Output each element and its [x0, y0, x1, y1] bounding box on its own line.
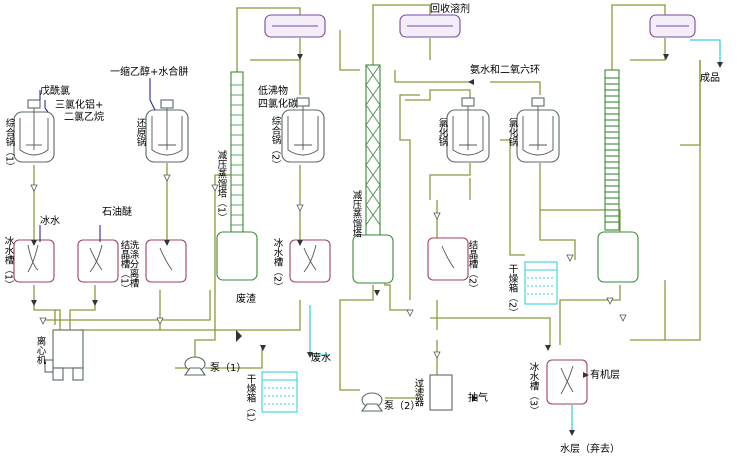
- dry-box-2: [524, 261, 558, 305]
- dry-box-1: [261, 371, 298, 413]
- wash-separator: [145, 239, 187, 283]
- label-organic-layer: 有机层: [590, 368, 620, 381]
- vacuum-column-1: [216, 71, 258, 281]
- reactor-1: [13, 90, 55, 163]
- centrifuge: [44, 329, 84, 381]
- reactor-2: [281, 97, 325, 163]
- condenser-2: [399, 14, 461, 38]
- label-alcl3-line2: 二氯乙烷: [64, 110, 104, 123]
- label-ccl4: 四氯化碳: [258, 97, 298, 110]
- ice-tank-3: [546, 359, 588, 405]
- ice-tank-2: [289, 239, 331, 283]
- crystal-tank-1: [77, 225, 119, 283]
- pump-2: [360, 392, 384, 412]
- vacuum-column-3: [597, 69, 639, 283]
- label-benzoyl-chloride: 戊酰氯: [40, 84, 70, 97]
- label-product: 成品: [700, 72, 720, 84]
- label-filter: 过滤器: [413, 377, 425, 406]
- label-ice-water: 冰水: [40, 214, 60, 227]
- label-reflux-feed: 一缩乙醇+水合肼: [110, 65, 188, 78]
- label-vac-column-2: 减压蒸馏塔: [351, 189, 363, 238]
- chlorination-pot-1: [446, 97, 490, 163]
- pump-1: [183, 356, 207, 376]
- label-water-layer: 水层（弃去）: [560, 442, 620, 455]
- valves: [30, 174, 627, 359]
- label-pump-2: 泵（2）: [384, 400, 420, 412]
- condenser-1: [264, 14, 326, 38]
- label-vac-column-1: 减压蒸馏塔（1）: [216, 149, 228, 222]
- label-reduction-pot: 还原锅: [135, 117, 147, 147]
- label-ice-tank-1: 冰水槽（1）: [3, 235, 15, 289]
- labels: 戊酰氯 三氯化铝+ 二氯乙烷 综合锅（1） 冰水 冰水槽（1） 石油醚 结晶槽（…: [3, 2, 721, 455]
- label-dry-box-2: 干燥箱（2）: [507, 264, 519, 318]
- crystal-tank-2: [427, 237, 469, 281]
- label-crystal-tank-2: 结晶槽（2）: [467, 239, 479, 293]
- condenser-3: [649, 14, 696, 38]
- label-waste-residue: 废渣: [236, 292, 256, 305]
- vacuum-column-2: [352, 64, 394, 284]
- label-chlorination-1: 氯化锅: [437, 117, 449, 147]
- label-ice-tank-3: 冰水槽（3）: [528, 361, 540, 415]
- label-reactor-2: 综合锅（2）: [270, 115, 282, 169]
- label-pump-1: 泵（1）: [210, 362, 246, 374]
- label-ice-tank-2: 冰水槽（2）: [272, 237, 284, 291]
- label-alcl3-line1: 三氯化铝+: [55, 98, 103, 111]
- label-petroleum-ether: 石油醚: [102, 205, 132, 218]
- label-vacuum: 抽气: [468, 391, 488, 404]
- label-ammonia: 氨水和二氧六环: [470, 63, 540, 76]
- reduction-pot: [145, 78, 189, 163]
- label-chlorination-2: 氯化锅: [507, 117, 519, 147]
- label-waste-water: 废水: [311, 351, 331, 364]
- chlorination-pot-2: [516, 97, 560, 163]
- filter: [429, 374, 453, 411]
- label-recovered-solvent: 回收溶剂: [430, 2, 470, 15]
- label-centrifuge: 离心机: [35, 335, 47, 365]
- label-low-boilers: 低沸物: [258, 84, 288, 97]
- label-reactor-1: 综合锅（1）: [4, 117, 16, 171]
- flow-arrows: [31, 54, 723, 436]
- label-crystal-tank-1: 结晶槽（1）: [119, 239, 131, 293]
- label-wash-separator: 洗涤分离槽: [128, 239, 140, 288]
- label-dry-box-1: 干燥箱（1）: [245, 374, 257, 428]
